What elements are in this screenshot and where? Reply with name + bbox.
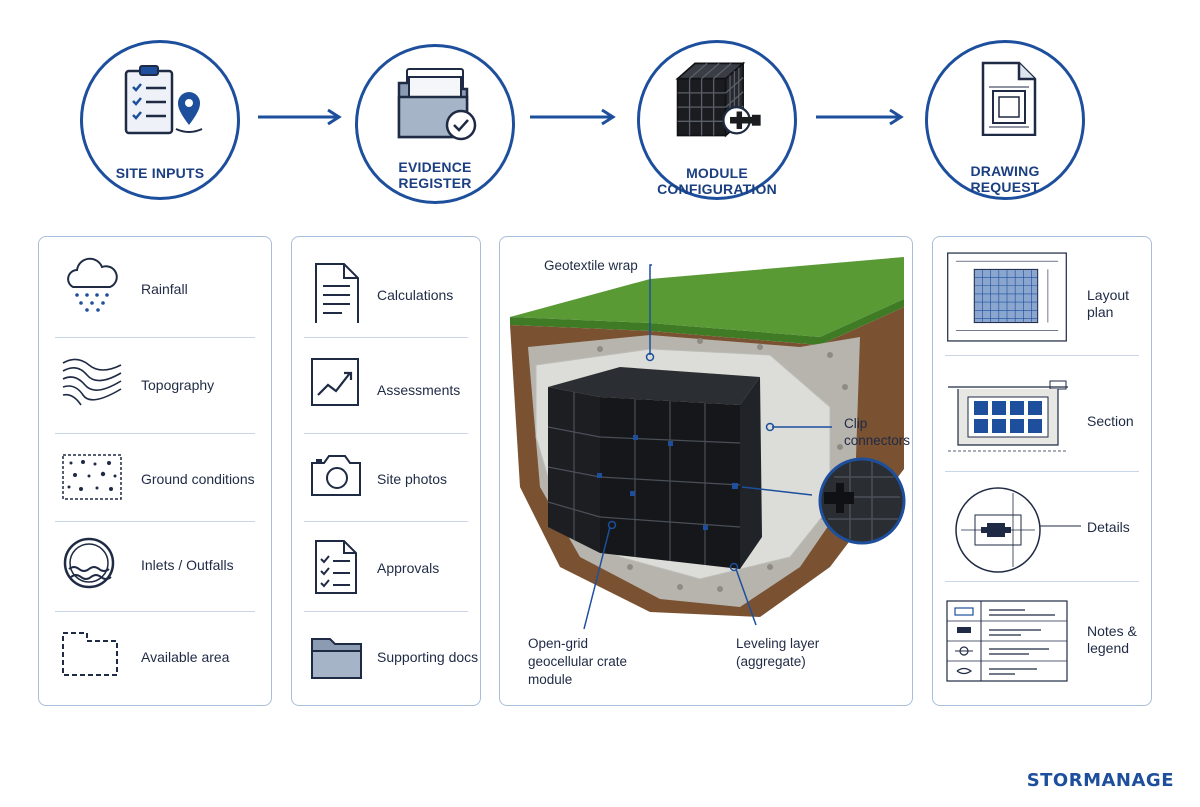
module-illustration-panel: Geotextile wrap Clip connectors Open-gri… xyxy=(499,236,913,706)
callout-geotextile-wrap: Geotextile wrap xyxy=(544,258,638,273)
chart-trend-icon xyxy=(311,358,359,406)
list-item: Approvals xyxy=(292,535,480,599)
step-label: EVIDENCE xyxy=(398,159,472,175)
step-label: MODULE xyxy=(686,165,748,181)
detail-leader-line xyxy=(1039,525,1081,527)
step-label: SITE INPUTS xyxy=(115,165,205,181)
list-item: Calculations xyxy=(292,257,480,323)
divider xyxy=(945,581,1139,582)
list-item: Ground conditions xyxy=(39,449,271,509)
crate-installation-cutaway xyxy=(510,257,906,630)
list-item: Inlets / Outfalls xyxy=(39,535,271,595)
layout-plan-thumbnail xyxy=(947,252,1067,342)
list-item-label: Layout xyxy=(1087,287,1130,303)
step-label: REGISTER xyxy=(398,175,472,191)
callout-crate-module-line2: geocellular crate xyxy=(528,654,628,669)
list-item-label: Rainfall xyxy=(141,281,188,297)
list-item-label: Approvals xyxy=(377,560,440,576)
step-module-configuration: MODULE CONFIGURATION xyxy=(637,40,797,200)
step-drawing-request: DRAWING REQUEST xyxy=(925,40,1085,200)
callout-clip-connectors-line2: connectors xyxy=(844,433,911,448)
callout-crate-module-line1: Open-grid xyxy=(528,636,589,651)
outfall-pipe-icon xyxy=(63,537,115,589)
callout-leveling-layer-line2: (aggregate) xyxy=(736,654,806,669)
list-item: Layout plan xyxy=(933,251,1151,342)
checklist-icon xyxy=(315,540,357,594)
section-thumbnail xyxy=(948,380,1068,452)
drawing-request-panel: Layout plan Section De xyxy=(932,236,1152,706)
step-evidence-register: EVIDENCE REGISTER xyxy=(355,44,515,204)
list-item: Topography xyxy=(39,353,271,413)
divider xyxy=(55,337,255,338)
list-item: Supporting docs xyxy=(292,629,480,685)
evidence-register-panel: Calculations Assessments Site photos xyxy=(291,236,481,706)
list-item-label: Available area xyxy=(141,649,230,665)
divider xyxy=(945,471,1139,472)
divider xyxy=(55,433,255,434)
flow-arrow-icon xyxy=(258,108,342,126)
list-item-label: Ground conditions xyxy=(141,471,255,487)
topography-icon xyxy=(62,358,122,406)
divider xyxy=(304,433,468,434)
available-area-icon xyxy=(62,632,118,676)
callout-crate-module-line3: module xyxy=(528,672,573,687)
list-item: Details xyxy=(933,485,1151,581)
notes-legend-thumbnail xyxy=(946,600,1068,682)
clipboard-location-icon xyxy=(124,65,203,135)
list-item-label: Section xyxy=(1087,413,1134,429)
list-item: Section xyxy=(933,377,1151,457)
clip-detail-magnifier xyxy=(818,457,906,545)
step-label: DRAWING xyxy=(970,163,1040,179)
list-item-label: Notes & xyxy=(1087,623,1137,639)
folder-icon xyxy=(311,638,362,679)
callout-clip-connectors-line1: Clip xyxy=(844,416,868,431)
list-item: Rainfall xyxy=(39,257,271,317)
site-inputs-panel: Rainfall Topography Ground conditions xyxy=(38,236,272,706)
list-item-label: Site photos xyxy=(377,471,448,487)
list-item-label: Assessments xyxy=(377,382,461,398)
document-icon xyxy=(315,263,359,323)
brand-logo: STORMANAGE xyxy=(1026,770,1174,791)
divider xyxy=(304,521,468,522)
rain-cloud-icon xyxy=(67,257,118,312)
folder-check-icon xyxy=(397,68,477,141)
list-item-label: Details xyxy=(1087,519,1130,535)
step-label: REQUEST xyxy=(970,179,1040,195)
callout-leveling-layer-line1: Leveling layer xyxy=(736,636,820,651)
divider xyxy=(304,337,468,338)
divider xyxy=(55,611,255,612)
list-item-label: legend xyxy=(1087,640,1130,656)
list-item-label: Calculations xyxy=(377,287,454,303)
soil-strata-icon xyxy=(62,454,122,500)
list-item: Notes & legend xyxy=(933,599,1151,683)
grass-surface xyxy=(510,257,904,337)
list-item: Assessments xyxy=(292,355,480,415)
step-site-inputs: SITE INPUTS xyxy=(80,40,240,200)
crate-module-icon xyxy=(675,61,761,138)
list-item-label: Inlets / Outfalls xyxy=(141,557,234,573)
divider xyxy=(55,521,255,522)
list-item-label: Topography xyxy=(141,377,215,393)
list-item-label: Supporting docs xyxy=(377,649,479,665)
connector-detail-thumbnail xyxy=(955,487,1041,573)
list-item: Available area xyxy=(39,625,271,685)
divider xyxy=(304,611,468,612)
camera-icon xyxy=(311,455,361,496)
step-label: CONFIGURATION xyxy=(657,181,777,197)
list-item: Site photos xyxy=(292,447,480,507)
flow-arrow-icon xyxy=(816,108,904,126)
flow-arrow-icon xyxy=(530,108,616,126)
drawing-document-icon xyxy=(981,61,1037,136)
divider xyxy=(945,355,1139,356)
crate-top xyxy=(548,367,760,405)
list-item-label: plan xyxy=(1087,304,1114,320)
